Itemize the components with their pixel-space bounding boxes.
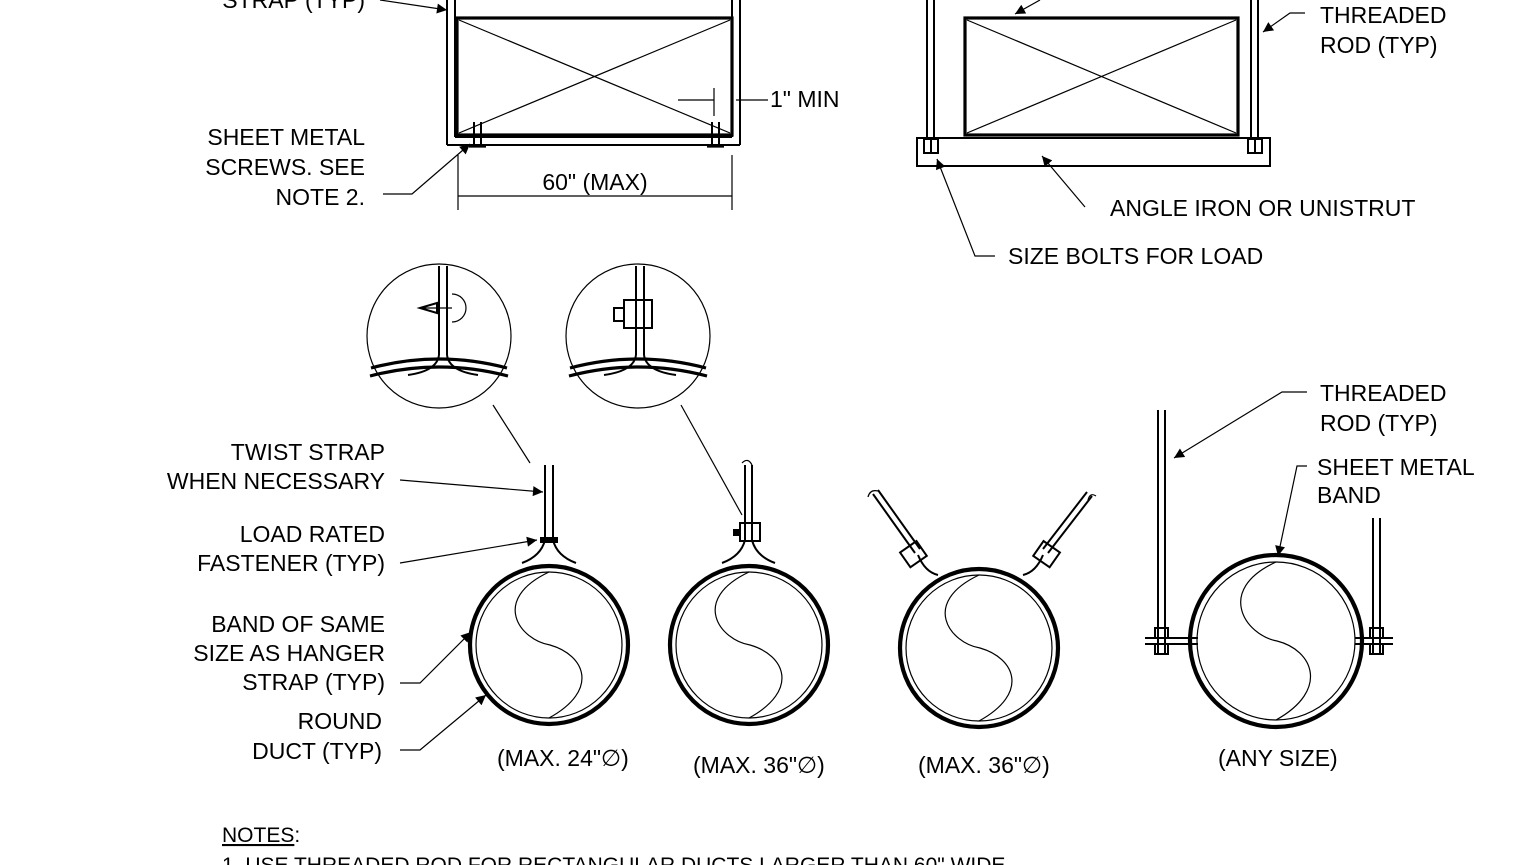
rect-duct-left bbox=[455, 16, 734, 137]
label-angle-iron: ANGLE IRON OR UNISTRUT bbox=[1110, 195, 1415, 221]
label-load-rated-2: FASTENER (TYP) bbox=[197, 550, 385, 576]
label-sixty-max: 60" (MAX) bbox=[542, 169, 647, 195]
rect-duct-trapeze-hanger bbox=[916, 0, 1305, 257]
label-load-rated-1: LOAD RATED bbox=[240, 521, 385, 547]
angle-iron-bar bbox=[916, 137, 1271, 167]
rect-duct-strap-hanger bbox=[379, 0, 768, 210]
round-duct-bolted-strap bbox=[667, 459, 831, 727]
label-band-same-1: BAND OF SAME bbox=[211, 611, 385, 637]
label-max-36-b: (MAX. 36"∅) bbox=[918, 752, 1050, 778]
sheet-metal-screw-icon bbox=[469, 122, 486, 148]
notes-heading: NOTES bbox=[222, 824, 294, 847]
label-band-same-2: SIZE AS HANGER bbox=[193, 640, 385, 666]
labels: STRAP (TYP) THREADED ROD (TYP) 1" MIN SH… bbox=[167, 0, 1475, 778]
label-sheet-metal-screws-3: NOTE 2. bbox=[276, 184, 365, 210]
label-threaded-rod-mid-2: ROD (TYP) bbox=[1320, 410, 1438, 436]
label-max-36-a: (MAX. 36"∅) bbox=[693, 752, 825, 778]
label-strap-typ: STRAP (TYP) bbox=[222, 0, 365, 13]
label-band-same-3: STRAP (TYP) bbox=[242, 669, 385, 695]
label-max-24: (MAX. 24"∅) bbox=[497, 745, 629, 771]
notes-heading-colon: : bbox=[294, 824, 300, 847]
label-twist-strap-1: TWIST STRAP bbox=[231, 439, 385, 465]
label-round-duct-1: ROUND bbox=[298, 708, 382, 734]
label-size-bolts: SIZE BOLTS FOR LOAD bbox=[1008, 243, 1263, 269]
label-twist-strap-2: WHEN NECESSARY bbox=[167, 468, 385, 494]
notes-section: NOTES: 1. USE THREADED ROD FOR RECTANGUL… bbox=[222, 824, 1011, 865]
round-duct-band-threaded-rod bbox=[1145, 391, 1393, 730]
note-line-1: 1. USE THREADED ROD FOR RECTANGULAR DUCT… bbox=[222, 854, 1011, 865]
label-one-inch-min: 1" MIN bbox=[770, 86, 840, 112]
round-duct-leaders bbox=[399, 479, 544, 751]
detail-bubble-twist-strap bbox=[366, 263, 531, 464]
label-threaded-rod-mid-1: THREADED bbox=[1320, 380, 1447, 406]
detail-bubble-bolted-strap bbox=[565, 263, 743, 516]
label-threaded-rod-top-2: ROD (TYP) bbox=[1320, 32, 1438, 58]
rect-duct-right bbox=[963, 16, 1240, 137]
svg-text:NOTES:: NOTES: bbox=[222, 824, 300, 847]
label-sheet-metal-band-1: SHEET METAL bbox=[1317, 454, 1475, 480]
label-any-size: (ANY SIZE) bbox=[1218, 745, 1338, 771]
label-sheet-metal-band-2: BAND bbox=[1317, 482, 1381, 508]
label-sheet-metal-screws-2: SCREWS. SEE bbox=[205, 154, 365, 180]
round-duct-two-strap bbox=[867, 489, 1097, 730]
label-round-duct-2: DUCT (TYP) bbox=[252, 738, 382, 764]
label-sheet-metal-screws-1: SHEET METAL bbox=[207, 124, 365, 150]
round-duct-twist-strap bbox=[467, 465, 631, 727]
sheet-metal-screw-icon bbox=[707, 122, 724, 148]
label-threaded-rod-top-1: THREADED bbox=[1320, 2, 1447, 28]
